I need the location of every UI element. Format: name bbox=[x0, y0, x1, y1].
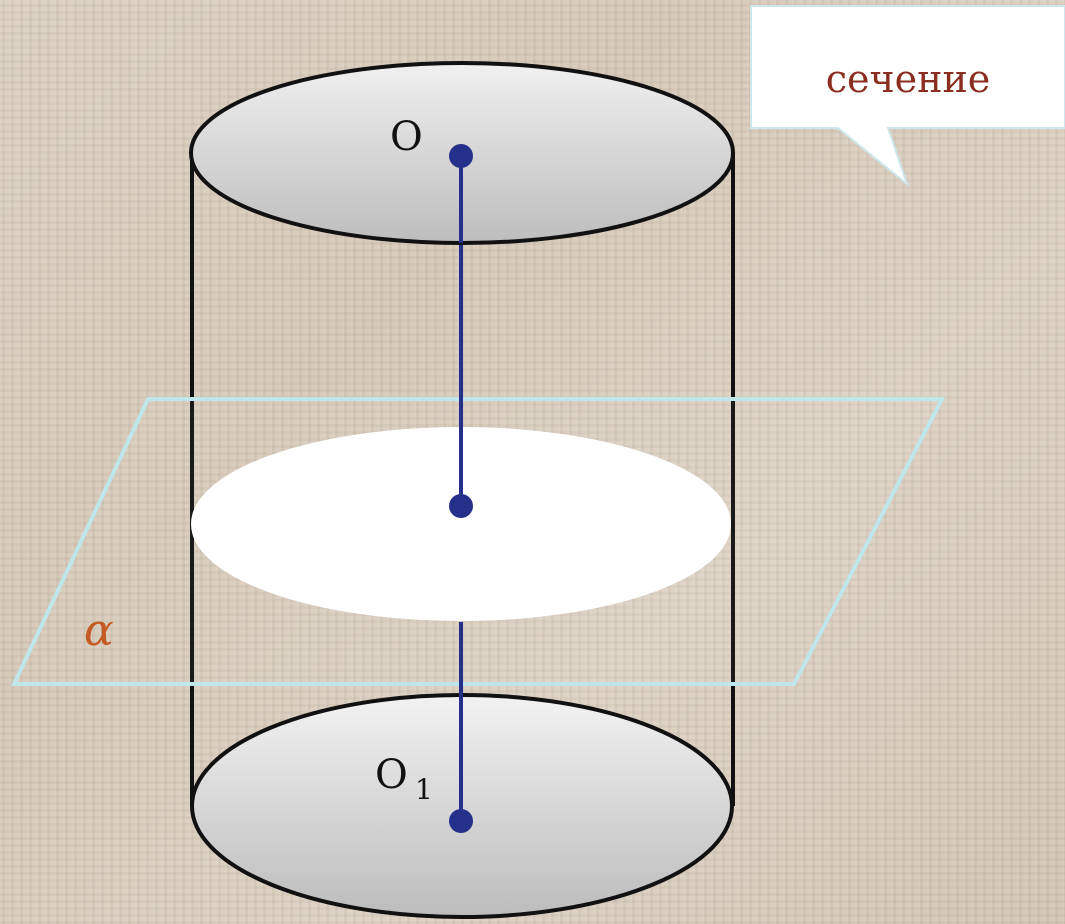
bottom-point-label: O bbox=[375, 752, 408, 798]
section-center-point bbox=[449, 494, 473, 518]
top-point-label: O bbox=[390, 114, 423, 160]
bottom-center-point bbox=[449, 809, 473, 833]
bottom-point-subscript: 1 bbox=[415, 773, 433, 806]
top-center-point bbox=[449, 144, 473, 168]
plane-label: α bbox=[84, 605, 114, 656]
callout-label: сечение bbox=[826, 57, 991, 101]
callout-bubble: сечение bbox=[750, 5, 1065, 187]
